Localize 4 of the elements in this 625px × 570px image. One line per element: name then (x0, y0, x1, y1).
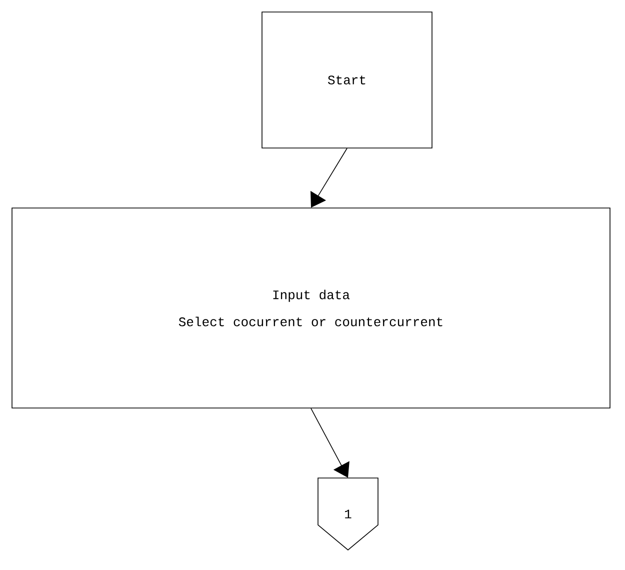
arrow (310, 408, 350, 478)
off-page-connector: 1 (318, 478, 378, 550)
process-box: Input data Select cocurrent or countercurrent (12, 208, 610, 408)
process-box: Start (262, 12, 432, 148)
